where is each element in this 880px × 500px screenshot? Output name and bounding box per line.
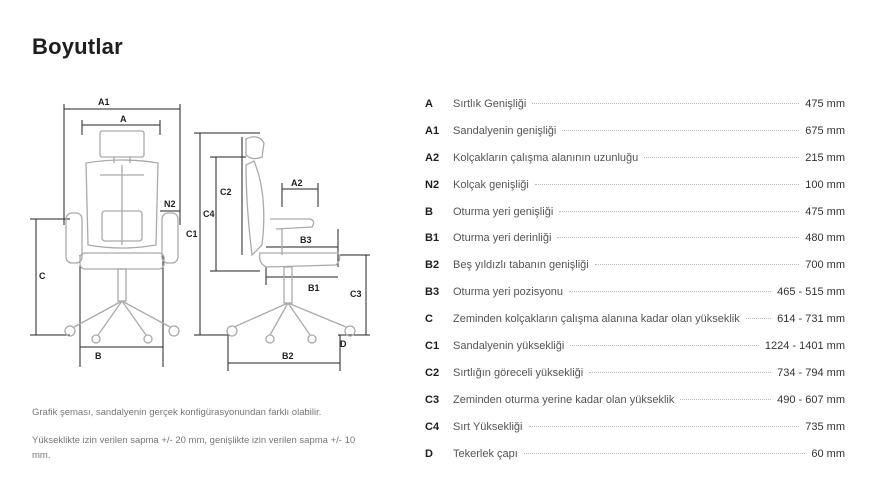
- spec-leader-dots: [557, 237, 800, 239]
- spec-value: 475 mm: [805, 205, 845, 218]
- spec-label: Oturma yeri derinliği: [453, 232, 552, 245]
- spec-leader-dots: [745, 318, 772, 320]
- spec-label: Sırtlığın göreceli yüksekliği: [453, 366, 584, 379]
- spec-code: B: [425, 205, 433, 218]
- spec-list: A Sırtlık Genişliği 475 mm A1 Sandalyenin ge…: [425, 98, 845, 474]
- spec-value: 475 mm: [805, 98, 845, 110]
- spec-code: N2: [425, 178, 440, 191]
- spec-row: C Zeminden kolçakların çalışma alanına ka…: [425, 313, 845, 340]
- spec-row: C1 Sandalyenin yüksekliği 1224 - 1401 mm: [425, 340, 845, 367]
- spec-code: C4: [425, 420, 440, 433]
- spec-leader-dots: [589, 371, 772, 373]
- spec-row: B3 Oturma yeri pozisyonu 465 - 515 mm: [425, 286, 845, 313]
- spec-value: 490 - 607 mm: [777, 393, 845, 406]
- spec-row: A Sırtlık Genişliği 475 mm: [425, 98, 845, 125]
- spec-label: Sandalyenin genişliği: [453, 124, 557, 137]
- spec-label: Kolçak genişliği: [453, 178, 529, 191]
- label-b1: B1: [308, 283, 320, 293]
- spec-label: Oturma yeri genişliği: [453, 205, 554, 218]
- spec-leader-dots: [594, 264, 800, 266]
- label-b2: B2: [282, 351, 294, 361]
- spec-leader-dots: [523, 452, 806, 454]
- spec-value: 675 mm: [805, 124, 845, 137]
- spec-leader-dots: [680, 398, 772, 400]
- spec-value: 734 - 794 mm: [777, 366, 845, 379]
- spec-leader-dots: [644, 156, 800, 158]
- diagram-disclaimer: Grafik şeması, sandalyenin gerçek konfig…: [32, 407, 322, 418]
- spec-label: Sırt Yüksekliği: [453, 420, 523, 433]
- label-b: B: [95, 351, 102, 361]
- tolerance-note: Yükseklikte izin verilen sapma +/- 20 mm…: [32, 435, 356, 461]
- spec-row: A2 Kolçakların çalışma alanının uzunluğu 2…: [425, 152, 845, 179]
- spec-code: B2: [425, 259, 440, 272]
- spec-row: C3 Zeminden oturma yerine kadar olan yüks…: [425, 394, 845, 421]
- spec-row: B Oturma yeri genişliği 475 mm: [425, 206, 845, 233]
- spec-row: C4 Sırt Yüksekliği 735 mm: [425, 421, 845, 448]
- spec-label: Tekerlek çapı: [453, 447, 518, 460]
- label-c3: C3: [350, 289, 362, 299]
- spec-leader-dots: [570, 345, 759, 347]
- spec-leader-dots: [528, 425, 800, 427]
- label-c1: C1: [186, 229, 198, 239]
- spec-value: 735 mm: [805, 420, 845, 433]
- spec-code: D: [425, 447, 433, 460]
- label-a: A: [120, 114, 127, 124]
- label-a2: A2: [291, 178, 303, 188]
- label-c4: C4: [203, 209, 215, 219]
- spec-leader-dots: [534, 183, 800, 185]
- spec-code: C3: [425, 393, 440, 406]
- label-a1: A1: [98, 97, 110, 107]
- spec-row: A1 Sandalyenin genişliği 675 mm: [425, 125, 845, 152]
- spec-label: Sandalyenin yüksekliği: [453, 340, 565, 353]
- spec-code: B1: [425, 232, 440, 245]
- spec-row: D Tekerlek çapı 60 mm: [425, 448, 845, 475]
- spec-row: N2 Kolçak genişliği 100 mm: [425, 179, 845, 206]
- spec-leader-dots: [569, 291, 772, 293]
- spec-value: 700 mm: [805, 259, 845, 272]
- spec-code: C1: [425, 340, 440, 353]
- spec-row: C2 Sırtlığın göreceli yüksekliği 734 - 794…: [425, 367, 845, 394]
- spec-label: Beş yıldızlı tabanın genişliği: [453, 259, 589, 272]
- spec-code: A2: [425, 151, 440, 164]
- label-d: D: [340, 339, 347, 349]
- label-b3: B3: [300, 235, 312, 245]
- label-c2: C2: [220, 187, 232, 197]
- page-title: Boyutlar: [32, 34, 123, 59]
- spec-code: A1: [425, 124, 440, 137]
- spec-leader-dots: [562, 129, 800, 131]
- spec-code: A: [425, 98, 433, 110]
- spec-code: B3: [425, 286, 440, 299]
- spec-row: B2 Beş yıldızlı tabanın genişliği 700 mm: [425, 259, 845, 286]
- spec-label: Kolçakların çalışma alanının uzunluğu: [453, 151, 639, 164]
- spec-leader-dots: [559, 210, 800, 212]
- spec-value: 465 - 515 mm: [777, 286, 845, 299]
- spec-value: 480 mm: [805, 232, 845, 245]
- spec-leader-dots: [532, 103, 800, 104]
- spec-value: 1224 - 1401 mm: [764, 340, 845, 353]
- spec-label: Sırtlık Genişliği: [453, 98, 527, 110]
- label-n2: N2: [164, 199, 176, 209]
- spec-code: C: [425, 313, 433, 326]
- spec-label: Zeminden kolçakların çalışma alanına kad…: [453, 313, 740, 326]
- spec-value: 100 mm: [805, 178, 845, 191]
- spec-value: 60 mm: [811, 447, 845, 460]
- spec-code: C2: [425, 366, 440, 379]
- label-c: C: [39, 271, 46, 281]
- spec-value: 614 - 731 mm: [777, 313, 845, 326]
- spec-value: 215 mm: [805, 151, 845, 164]
- spec-row: B1 Oturma yeri derinliği 480 mm: [425, 232, 845, 259]
- chair-dimensions-diagram: A1 A N2 C B C1 C4 C2 A2 B3 B1 C3 B2 D: [30, 97, 370, 371]
- spec-label: Zeminden oturma yerine kadar olan yüksek…: [453, 393, 675, 406]
- spec-label: Oturma yeri pozisyonu: [453, 286, 564, 299]
